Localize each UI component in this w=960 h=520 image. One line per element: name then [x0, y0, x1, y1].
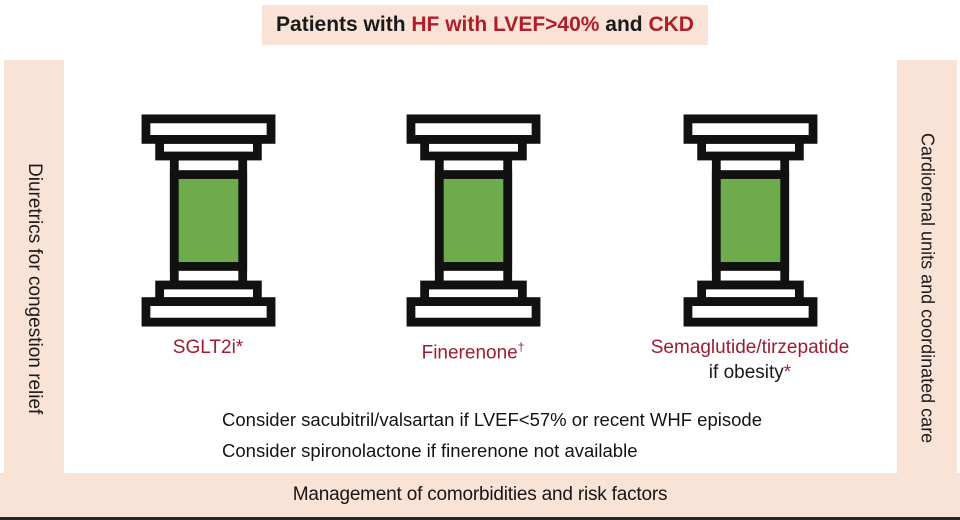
banner-text-segment-highlight: HF with LVEF>40%	[411, 13, 600, 36]
banner-text-segment: Patients with	[276, 13, 412, 36]
pillar-label-finerenone: Finerenone†	[421, 340, 525, 364]
pillar-semaglutide-tirzepatide: Semaglutide/tirzepatide if obesity*	[610, 113, 890, 385]
footer-label: Management of comorbidities and risk fac…	[292, 484, 668, 505]
asterisk-footnote-mark: *	[783, 362, 792, 383]
pillar-finerenone: Finerenone†	[333, 113, 613, 365]
note-sacubitril-valsartan: Consider sacubitril/valsartan if LVEF<57…	[222, 409, 762, 430]
dagger-footnote-mark: †	[517, 340, 525, 354]
footer-bar: Management of comorbidities and risk fac…	[0, 473, 960, 517]
pillar-label-obesity-condition: if obesity*	[708, 362, 792, 383]
left-panel-diuretics: Diuretrics for congestion relief	[4, 60, 64, 517]
banner-text-segment-highlight: CKD	[648, 13, 694, 36]
left-panel-label: Diuretrics for congestion relief	[24, 162, 45, 415]
pillar-icon	[406, 114, 540, 327]
pillar-label-sglt2i: SGLT2i*	[172, 337, 244, 358]
banner-text-segment: and	[599, 13, 649, 36]
title-banner: Patients with HF with LVEF>40% and CKD	[262, 5, 708, 45]
right-panel-cardiorenal: Cardiorenal units and coordinated care	[897, 60, 957, 517]
pillar-label-semaglutide: Semaglutide/tirzepatide	[650, 337, 850, 358]
pillar-icon	[683, 114, 817, 327]
pillar-sglt2i: SGLT2i*	[68, 113, 348, 360]
note-spironolactone: Consider spironolactone if finerenone no…	[222, 440, 638, 461]
right-panel-label: Cardiorenal units and coordinated care	[917, 133, 938, 444]
bottom-border-line	[0, 517, 960, 520]
consider-notes: Consider sacubitril/valsartan if LVEF<57…	[222, 404, 762, 466]
pillar-icon	[141, 114, 275, 327]
